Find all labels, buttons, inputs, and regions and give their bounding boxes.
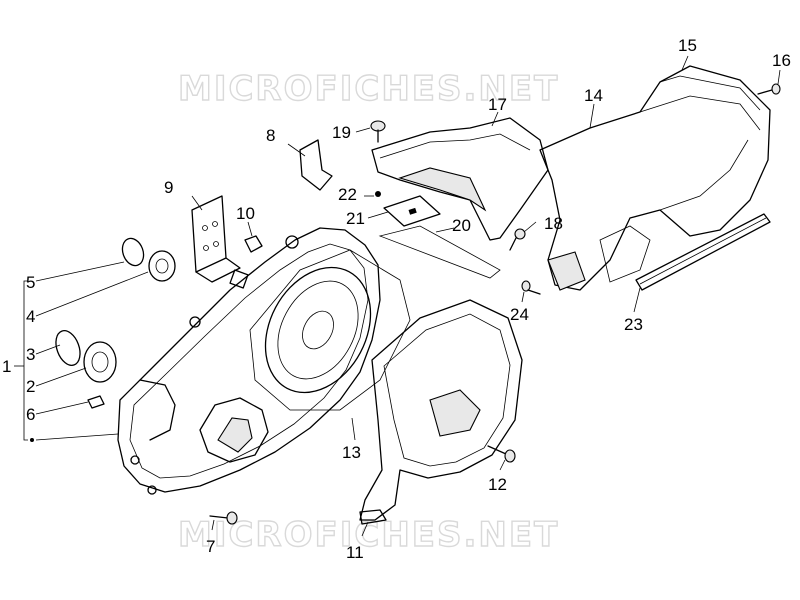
callout-21: 21 xyxy=(346,209,365,228)
bolt-small-drawing xyxy=(509,228,541,295)
callout-4: 4 xyxy=(26,307,35,326)
callout-7: 7 xyxy=(206,537,215,556)
filter-seal-drawing xyxy=(378,225,501,279)
bracket-drawing xyxy=(191,195,241,283)
callout-10: 10 xyxy=(236,204,255,223)
bolt-drawing xyxy=(209,511,238,525)
gasket-drawing xyxy=(249,249,411,411)
callout-23: 23 xyxy=(624,315,643,334)
filter-element-drawing xyxy=(383,195,441,227)
leader-lines xyxy=(14,55,781,537)
callout-12: 12 xyxy=(488,475,507,494)
callout-16: 16 xyxy=(772,51,791,70)
screw-right-drawing xyxy=(757,83,781,95)
callout-13: 13 xyxy=(342,443,361,462)
callout-3: 3 xyxy=(26,345,35,364)
air-duct-drawing xyxy=(371,117,549,241)
callout-24: 24 xyxy=(510,305,529,324)
callout-5: 5 xyxy=(26,273,35,292)
rubber-strip-drawing xyxy=(635,213,771,291)
air-box-housing-drawing xyxy=(539,65,771,291)
small-bracket-drawing xyxy=(299,139,333,191)
crankcase-cover-drawing xyxy=(117,227,381,495)
watermark-top: MICROFICHES.NET xyxy=(178,69,559,109)
bearing-and-circlips-drawing xyxy=(55,237,176,409)
callout-numbers: 1 2 3 4 5 6 7 8 9 10 11 12 13 14 15 16 1… xyxy=(2,36,791,562)
callout-6: 6 xyxy=(26,405,35,424)
callout-9: 9 xyxy=(164,178,173,197)
callout-22: 22 xyxy=(338,185,357,204)
clip-drawing xyxy=(244,235,263,253)
inner-cover-drawing xyxy=(359,299,523,525)
screw-top-drawing xyxy=(370,120,386,143)
callout-11: 11 xyxy=(346,543,364,562)
callout-2: 2 xyxy=(26,377,35,396)
callout-1: 1 xyxy=(2,357,11,376)
callout-15: 15 xyxy=(678,36,697,55)
callout-17: 17 xyxy=(488,95,507,114)
screw-drawing xyxy=(487,445,516,463)
callout-18: 18 xyxy=(544,214,563,233)
callout-14: 14 xyxy=(584,86,603,105)
watermark-bottom: MICROFICHES.NET xyxy=(178,515,559,555)
callout-8: 8 xyxy=(266,126,275,145)
nut-drawing xyxy=(375,191,381,197)
callout-20: 20 xyxy=(452,216,471,235)
callout-19: 19 xyxy=(332,123,351,142)
